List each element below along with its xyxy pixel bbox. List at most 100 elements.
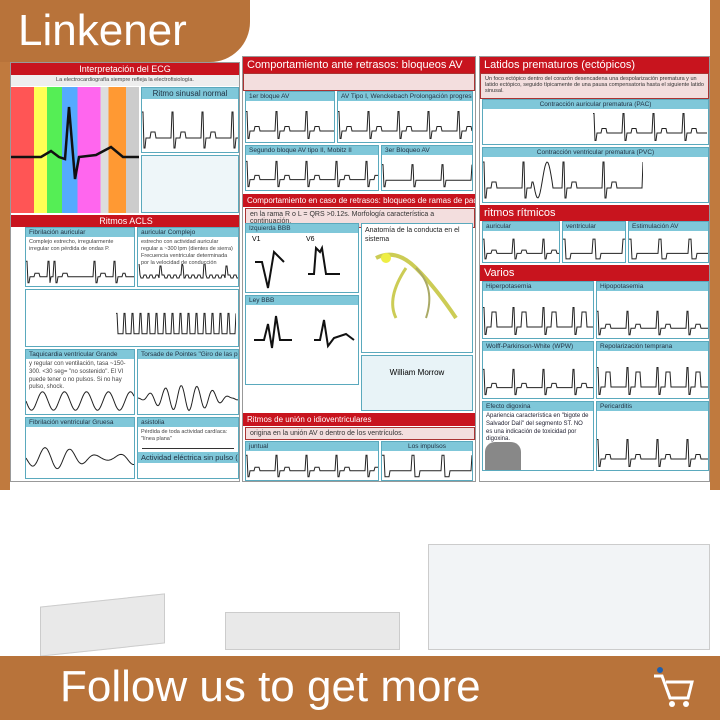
ventricular-paced-heading: ventricular: [563, 222, 625, 231]
ecg-line: [563, 238, 625, 260]
brand-logo: Linkener: [18, 6, 187, 55]
left-title: Interpretación del ECG: [11, 63, 239, 75]
ecg-line: [246, 454, 378, 478]
misc-title: Varios: [480, 265, 709, 281]
atrial-paced-heading: auricular: [483, 222, 559, 231]
ecg-trace: [597, 310, 708, 336]
hand-holding-chart-photo: [225, 612, 400, 650]
ecg-trace: [597, 439, 708, 467]
idioventricular-section: Los impulsos: [381, 441, 473, 481]
ecg-trace: [382, 164, 472, 188]
first-degree-heading: 1er bloque AV: [246, 92, 334, 101]
folded-chart-photo: [40, 593, 165, 657]
ecg-line: [597, 310, 708, 336]
ecg-line: [116, 312, 236, 335]
flutter-heading: auricular Complejo: [138, 228, 238, 237]
pea-heading: Actividad eléctrica sin pulso (AESP): [138, 452, 238, 464]
hyperkalemia-section: Hiperpotasemia: [482, 281, 594, 339]
ecg-trace: [483, 307, 593, 335]
ecg-line: [597, 439, 708, 467]
lbbb-heading: Izquierda BBB: [246, 224, 358, 233]
ecg-line: [246, 111, 334, 139]
first-degree-section: 1er bloque AV: [245, 91, 335, 143]
ecg-line: [338, 111, 472, 139]
rbbb-heading: Ley BBB: [246, 296, 358, 305]
ecg-trace: [563, 238, 625, 260]
ecg-line: [382, 454, 472, 478]
ecg-trace: [593, 113, 707, 141]
junctional-title: Ritmos de unión o idioventriculares: [243, 413, 475, 426]
vt-section: Taquicardia ventricular Grande y regular…: [25, 349, 135, 415]
rbbb-section: Ley BBB: [245, 295, 359, 385]
ecg-line: [593, 113, 707, 141]
pericarditis-heading: Pericarditis: [597, 402, 708, 411]
ecg-line: [483, 307, 593, 335]
wpw-heading: Wolff-Parkinson-White (WPW): [483, 342, 593, 351]
ecg-line: [26, 260, 134, 284]
morrow-section: William Morrow: [361, 355, 473, 411]
right-panel: Latidos prematuros (ectópicos) Un foco e…: [479, 56, 710, 482]
junctional-subtitle: origina en la unión AV o dentro de los v…: [245, 427, 475, 440]
paced-title: ritmos rítmicos: [480, 205, 709, 221]
normal-sinus-section: Ritmo sinusal normal: [141, 87, 239, 153]
digoxin-text: Apariencia característica en "bigote de …: [486, 413, 589, 443]
lbbb-morphology: [255, 244, 340, 289]
ecg-trace: [246, 160, 378, 188]
chart-pages-photo: [428, 544, 710, 650]
ecg-trace: [483, 161, 643, 199]
hypokalemia-section: Hipopotasemia: [596, 281, 709, 339]
ecg-trace: [483, 368, 593, 396]
wenckebach-heading: AV Tipo I, Wenckebach Prolongación progr…: [338, 92, 472, 101]
ecg-line: [26, 447, 134, 470]
lead-v1: V1: [252, 236, 261, 243]
torsades-section: Torsade de Pointes "Giro de las puntas": [137, 349, 239, 415]
ecg-grid-scale: [141, 155, 239, 213]
left-panel: Interpretación del ECG La electrocardiog…: [10, 62, 240, 482]
anatomy-heading: Anatomía de la conducta en el sistema: [365, 227, 460, 244]
ecg-trace: [116, 312, 236, 335]
vt-text: y regular con ventilación, tasa ~150-300…: [29, 361, 126, 391]
ecg-line: [483, 238, 559, 260]
ecg-line: [138, 264, 238, 279]
follow-banner[interactable]: Follow us to get more: [0, 656, 720, 720]
pac-heading: Contracción auricular prematura (PAC): [483, 100, 708, 109]
right-brand-strip: [710, 0, 720, 490]
brand-banner: Linkener: [0, 0, 250, 62]
rbbb-morphology: [254, 315, 355, 349]
ecg-trace: [26, 447, 134, 470]
dali-portrait: [485, 442, 521, 470]
ecg-trace: [26, 260, 134, 284]
ecg-trace: [382, 454, 472, 478]
ecg-trace: [138, 384, 238, 412]
ecg-trace: [597, 367, 708, 395]
pvc-section: Contracción ventricular prematura (PVC): [482, 147, 709, 203]
wpw-section: Wolff-Parkinson-White (WPW): [482, 341, 594, 399]
ecg-line: [483, 161, 643, 199]
ecg-line: [138, 384, 238, 412]
atrial-paced-section: auricular: [482, 221, 560, 263]
af-section: Fibrilación auricular Complejo estrecho,…: [25, 227, 135, 287]
follow-text: Follow us to get more: [60, 662, 481, 711]
pericarditis-section: Pericarditis: [596, 401, 709, 471]
conduction-system-diagram: [375, 252, 458, 320]
shopping-cart-runner-icon: [654, 667, 694, 707]
vt-heading: Taquicardia ventricular Grande: [26, 350, 134, 359]
ecg-line: [26, 391, 134, 411]
torsades-heading: Torsade de Pointes "Giro de las puntas": [138, 350, 238, 359]
impulses-heading: Los impulsos: [382, 442, 472, 451]
ecg-waveform-diagram: [11, 87, 139, 213]
pac-section: Contracción auricular prematura (PAC): [482, 99, 709, 145]
av-paced-heading: Estimulación AV: [629, 222, 708, 231]
ecg-line: [382, 164, 472, 188]
acls-heading: Ritmos ACLS: [11, 215, 239, 227]
digoxin-section: Efecto digoxina Apariencia característic…: [482, 401, 594, 471]
third-degree-heading: 3er Bloqueo AV: [382, 146, 472, 155]
ecg-trace: [142, 111, 238, 149]
flatline: [142, 448, 234, 450]
lead-v6: V6: [306, 236, 315, 243]
av-block-description: [243, 73, 475, 91]
bbb-title: Comportamiento en caso de retrasos: bloq…: [243, 194, 475, 207]
junctional-heading: juntual: [246, 442, 378, 451]
lbbb-section: Izquierda BBB V1 V6: [245, 223, 359, 293]
hyperkalemia-heading: Hiperpotasemia: [483, 282, 593, 291]
